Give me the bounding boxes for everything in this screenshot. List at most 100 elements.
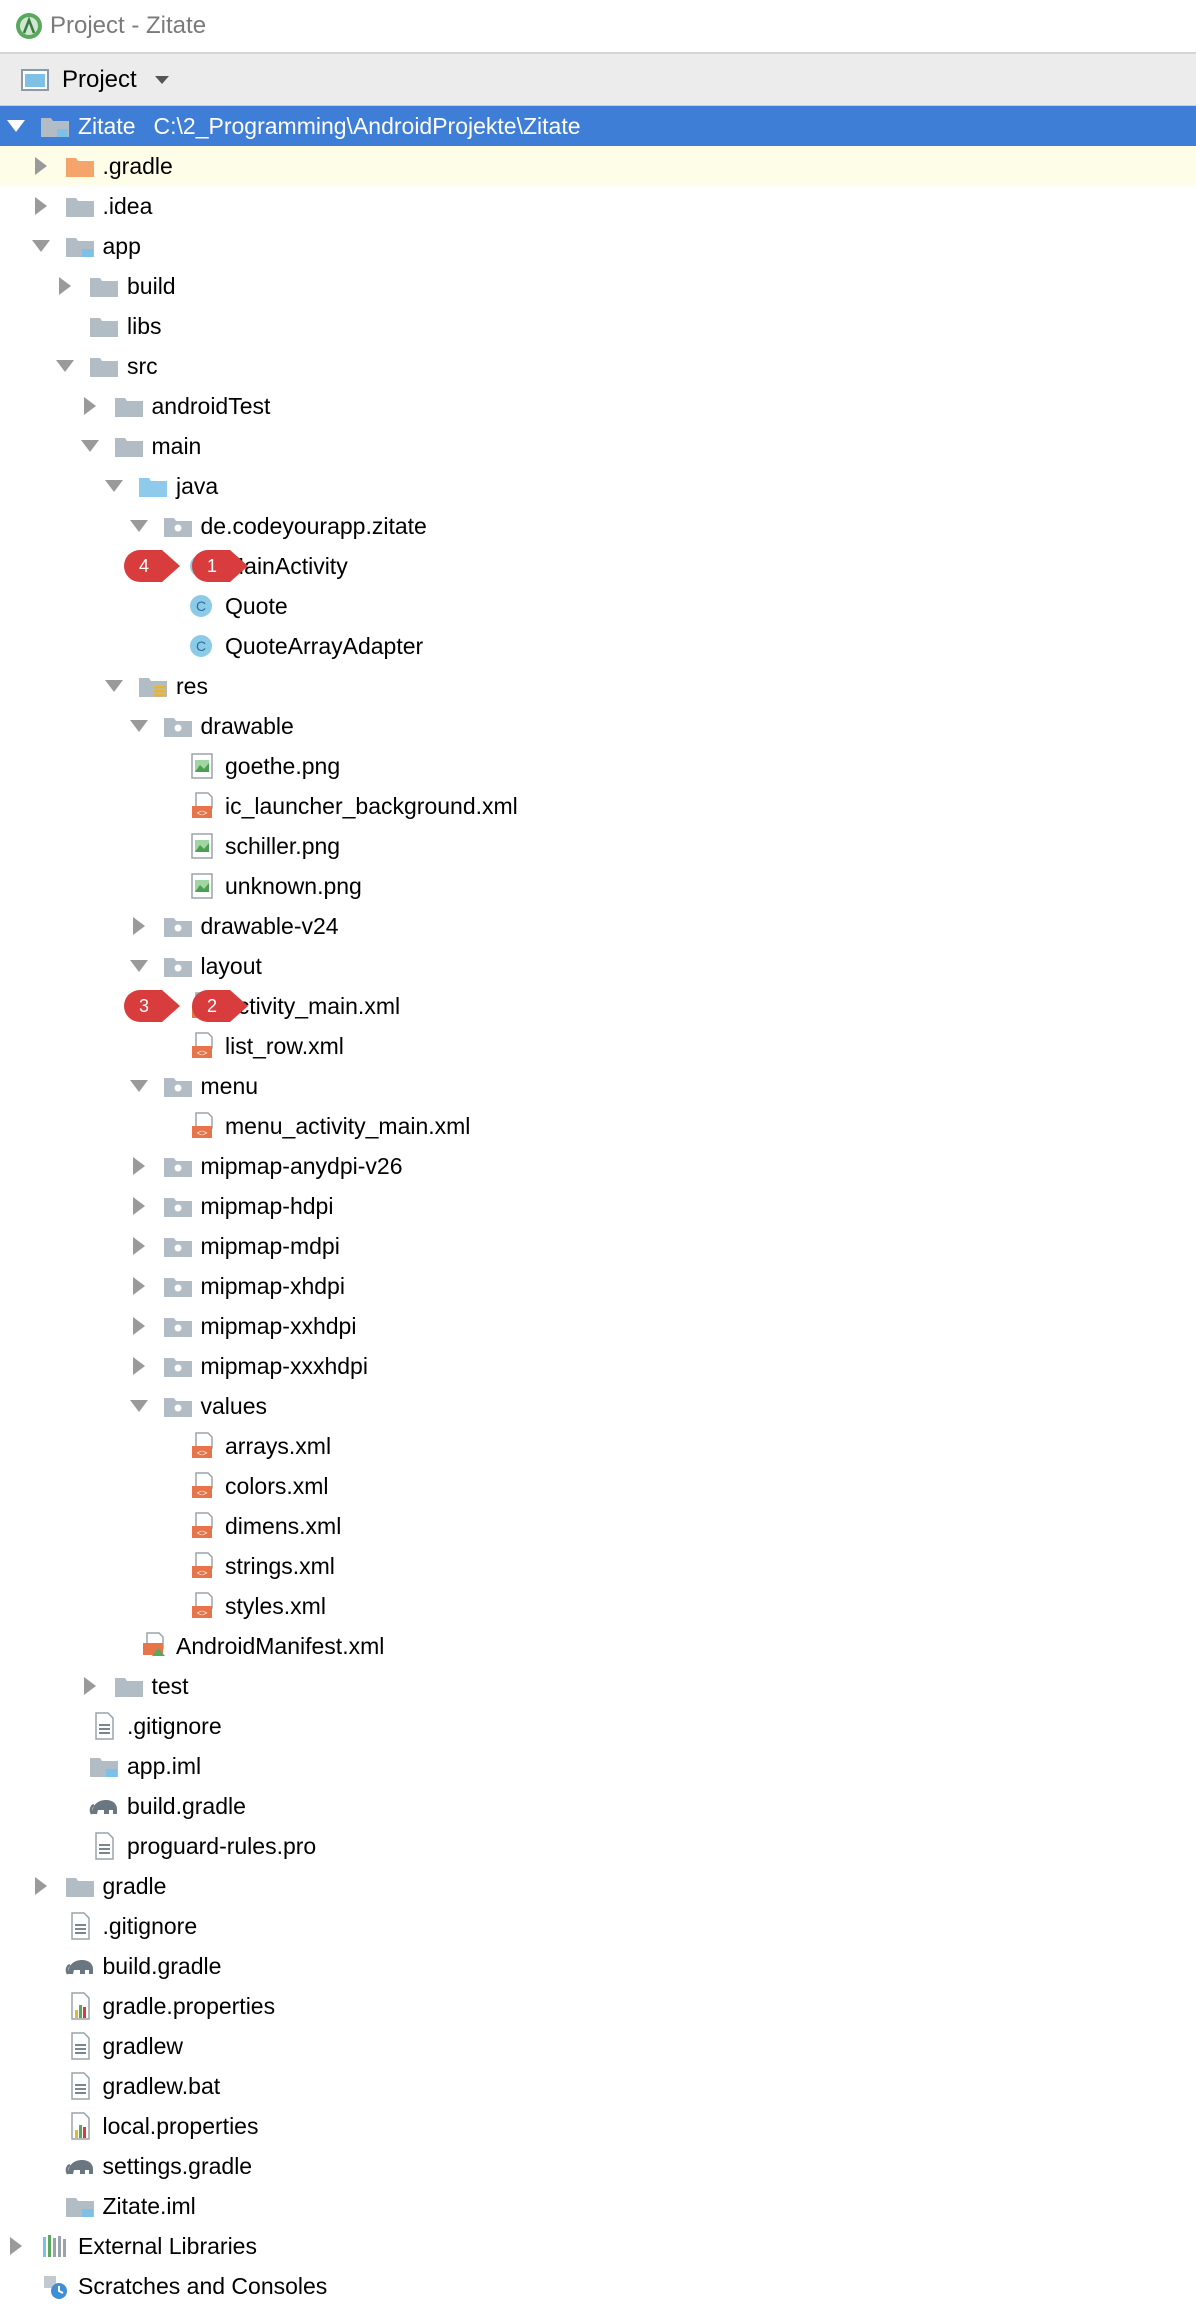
expand-arrow-icon[interactable] [6, 106, 26, 146]
tree-item[interactable]: java [0, 466, 1196, 506]
manifest-file-icon [138, 1632, 168, 1660]
tree-item[interactable]: .gitignore [0, 1906, 1196, 1946]
tree-item-label: settings.gradle [103, 2146, 253, 2186]
expand-arrow-icon[interactable] [129, 1386, 149, 1426]
expand-arrow-icon[interactable] [55, 346, 75, 386]
expand-arrow-icon[interactable] [31, 226, 51, 266]
tree-item-label: ic_launcher_background.xml [225, 786, 518, 826]
class-icon: C [187, 632, 217, 660]
tree-item[interactable]: mipmap-xxxhdpi [0, 1346, 1196, 1386]
tree-item[interactable]: mipmap-hdpi [0, 1186, 1196, 1226]
collapse-arrow-icon[interactable] [129, 1306, 149, 1346]
tree-item[interactable]: schiller.png [0, 826, 1196, 866]
tree-item[interactable]: goethe.png [0, 746, 1196, 786]
tree-item[interactable]: mipmap-mdpi [0, 1226, 1196, 1266]
expand-arrow-icon[interactable] [80, 426, 100, 466]
tree-item[interactable]: unknown.png [0, 866, 1196, 906]
tree-item[interactable]: gradlew.bat [0, 2066, 1196, 2106]
tree-item[interactable]: <>menu_activity_main.xml [0, 1106, 1196, 1146]
tree-item[interactable]: app.iml [0, 1746, 1196, 1786]
tree-item-name: settings.gradle [102, 2153, 253, 2179]
tree-item[interactable]: libs [0, 306, 1196, 346]
tree-item[interactable]: Zitate.iml [0, 2186, 1196, 2226]
collapse-arrow-icon[interactable] [80, 1666, 100, 1706]
collapse-arrow-icon[interactable] [129, 1346, 149, 1386]
tree-item-name: proguard-rules.pro [127, 1833, 317, 1859]
tree-item[interactable]: <>dimens.xml [0, 1506, 1196, 1546]
tree-item[interactable]: .gradle [0, 146, 1196, 186]
tree-item-name: Quote [225, 593, 288, 619]
tree-item[interactable]: External Libraries [0, 2226, 1196, 2266]
tree-item[interactable]: test [0, 1666, 1196, 1706]
tree-item[interactable]: gradlew [0, 2026, 1196, 2066]
tree-item[interactable]: values [0, 1386, 1196, 1426]
tree-item[interactable]: <>styles.xml [0, 1586, 1196, 1626]
tree-item-name: activity_main.xml [225, 993, 401, 1019]
tree-item[interactable]: Scratches and Consoles [0, 2266, 1196, 2306]
tree-item[interactable]: gradle.properties [0, 1986, 1196, 2026]
tree-item[interactable]: menu [0, 1066, 1196, 1106]
tree-item[interactable]: app [0, 226, 1196, 266]
tree-item[interactable]: mipmap-xxhdpi [0, 1306, 1196, 1346]
tree-item[interactable]: <>ic_launcher_background.xml [0, 786, 1196, 826]
tree-item[interactable]: drawable-v24 [0, 906, 1196, 946]
tree-item[interactable]: androidTest [0, 386, 1196, 426]
tree-item-name: gradlew [102, 2033, 184, 2059]
tree-item[interactable]: mipmap-xhdpi [0, 1266, 1196, 1306]
collapse-arrow-icon[interactable] [129, 1146, 149, 1186]
tree-item[interactable]: build.gradle [0, 1946, 1196, 1986]
collapse-arrow-icon[interactable] [129, 1226, 149, 1266]
collapse-arrow-icon[interactable] [80, 386, 100, 426]
tree-item[interactable]: proguard-rules.pro [0, 1826, 1196, 1866]
expand-arrow-icon[interactable] [104, 466, 124, 506]
tree-item-label: Zitate.iml [103, 2186, 196, 2226]
collapse-arrow-icon[interactable] [31, 146, 51, 186]
tree-item[interactable]: build [0, 266, 1196, 306]
tree-item-name: Zitate.iml [102, 2193, 196, 2219]
expand-arrow-icon[interactable] [129, 1066, 149, 1106]
tree-item[interactable]: layout [0, 946, 1196, 986]
project-view-selector[interactable]: Project [0, 54, 1196, 106]
collapse-arrow-icon[interactable] [55, 266, 75, 306]
tree-item[interactable]: .idea [0, 186, 1196, 226]
tree-item[interactable]: .gitignore [0, 1706, 1196, 1746]
tree-item[interactable]: src [0, 346, 1196, 386]
tree-item[interactable]: <>colors.xml [0, 1466, 1196, 1506]
tree-item[interactable]: mipmap-anydpi-v26 [0, 1146, 1196, 1186]
tree-item[interactable]: gradle [0, 1866, 1196, 1906]
package-icon [163, 912, 193, 940]
tree-item-name: schiller.png [225, 833, 341, 859]
expand-arrow-icon[interactable] [129, 706, 149, 746]
tree-item[interactable]: AndroidManifest.xml [0, 1626, 1196, 1666]
expand-arrow-icon[interactable] [129, 946, 149, 986]
tree-item[interactable]: settings.gradle [0, 2146, 1196, 2186]
tree-item-name: gradlew.bat [102, 2073, 221, 2099]
chevron-down-icon[interactable] [154, 75, 169, 84]
collapse-arrow-icon[interactable] [31, 1866, 51, 1906]
callout-number: 1 [206, 556, 217, 576]
tree-item[interactable]: <>arrays.xml [0, 1426, 1196, 1466]
expand-arrow-icon[interactable] [129, 506, 149, 546]
collapse-arrow-icon[interactable] [129, 1186, 149, 1226]
tree-item[interactable]: local.properties [0, 2106, 1196, 2146]
tree-item[interactable]: build.gradle [0, 1786, 1196, 1826]
tree-item[interactable]: drawable [0, 706, 1196, 746]
tree-item[interactable]: main [0, 426, 1196, 466]
tree-item-label: main [152, 426, 202, 466]
tree-item-label: res [176, 666, 208, 706]
collapse-arrow-icon[interactable] [31, 186, 51, 226]
collapse-arrow-icon[interactable] [129, 1266, 149, 1306]
tree-item-name: goethe.png [225, 753, 341, 779]
expand-arrow-icon[interactable] [104, 666, 124, 706]
tree-item[interactable]: res [0, 666, 1196, 706]
tree-item[interactable]: de.codeyourapp.zitate [0, 506, 1196, 546]
tree-item[interactable]: <>list_row.xml [0, 1026, 1196, 1066]
collapse-arrow-icon[interactable] [129, 906, 149, 946]
tree-item[interactable]: <>strings.xml [0, 1546, 1196, 1586]
tree-item-name: res [176, 673, 208, 699]
collapse-arrow-icon[interactable] [6, 2226, 26, 2266]
